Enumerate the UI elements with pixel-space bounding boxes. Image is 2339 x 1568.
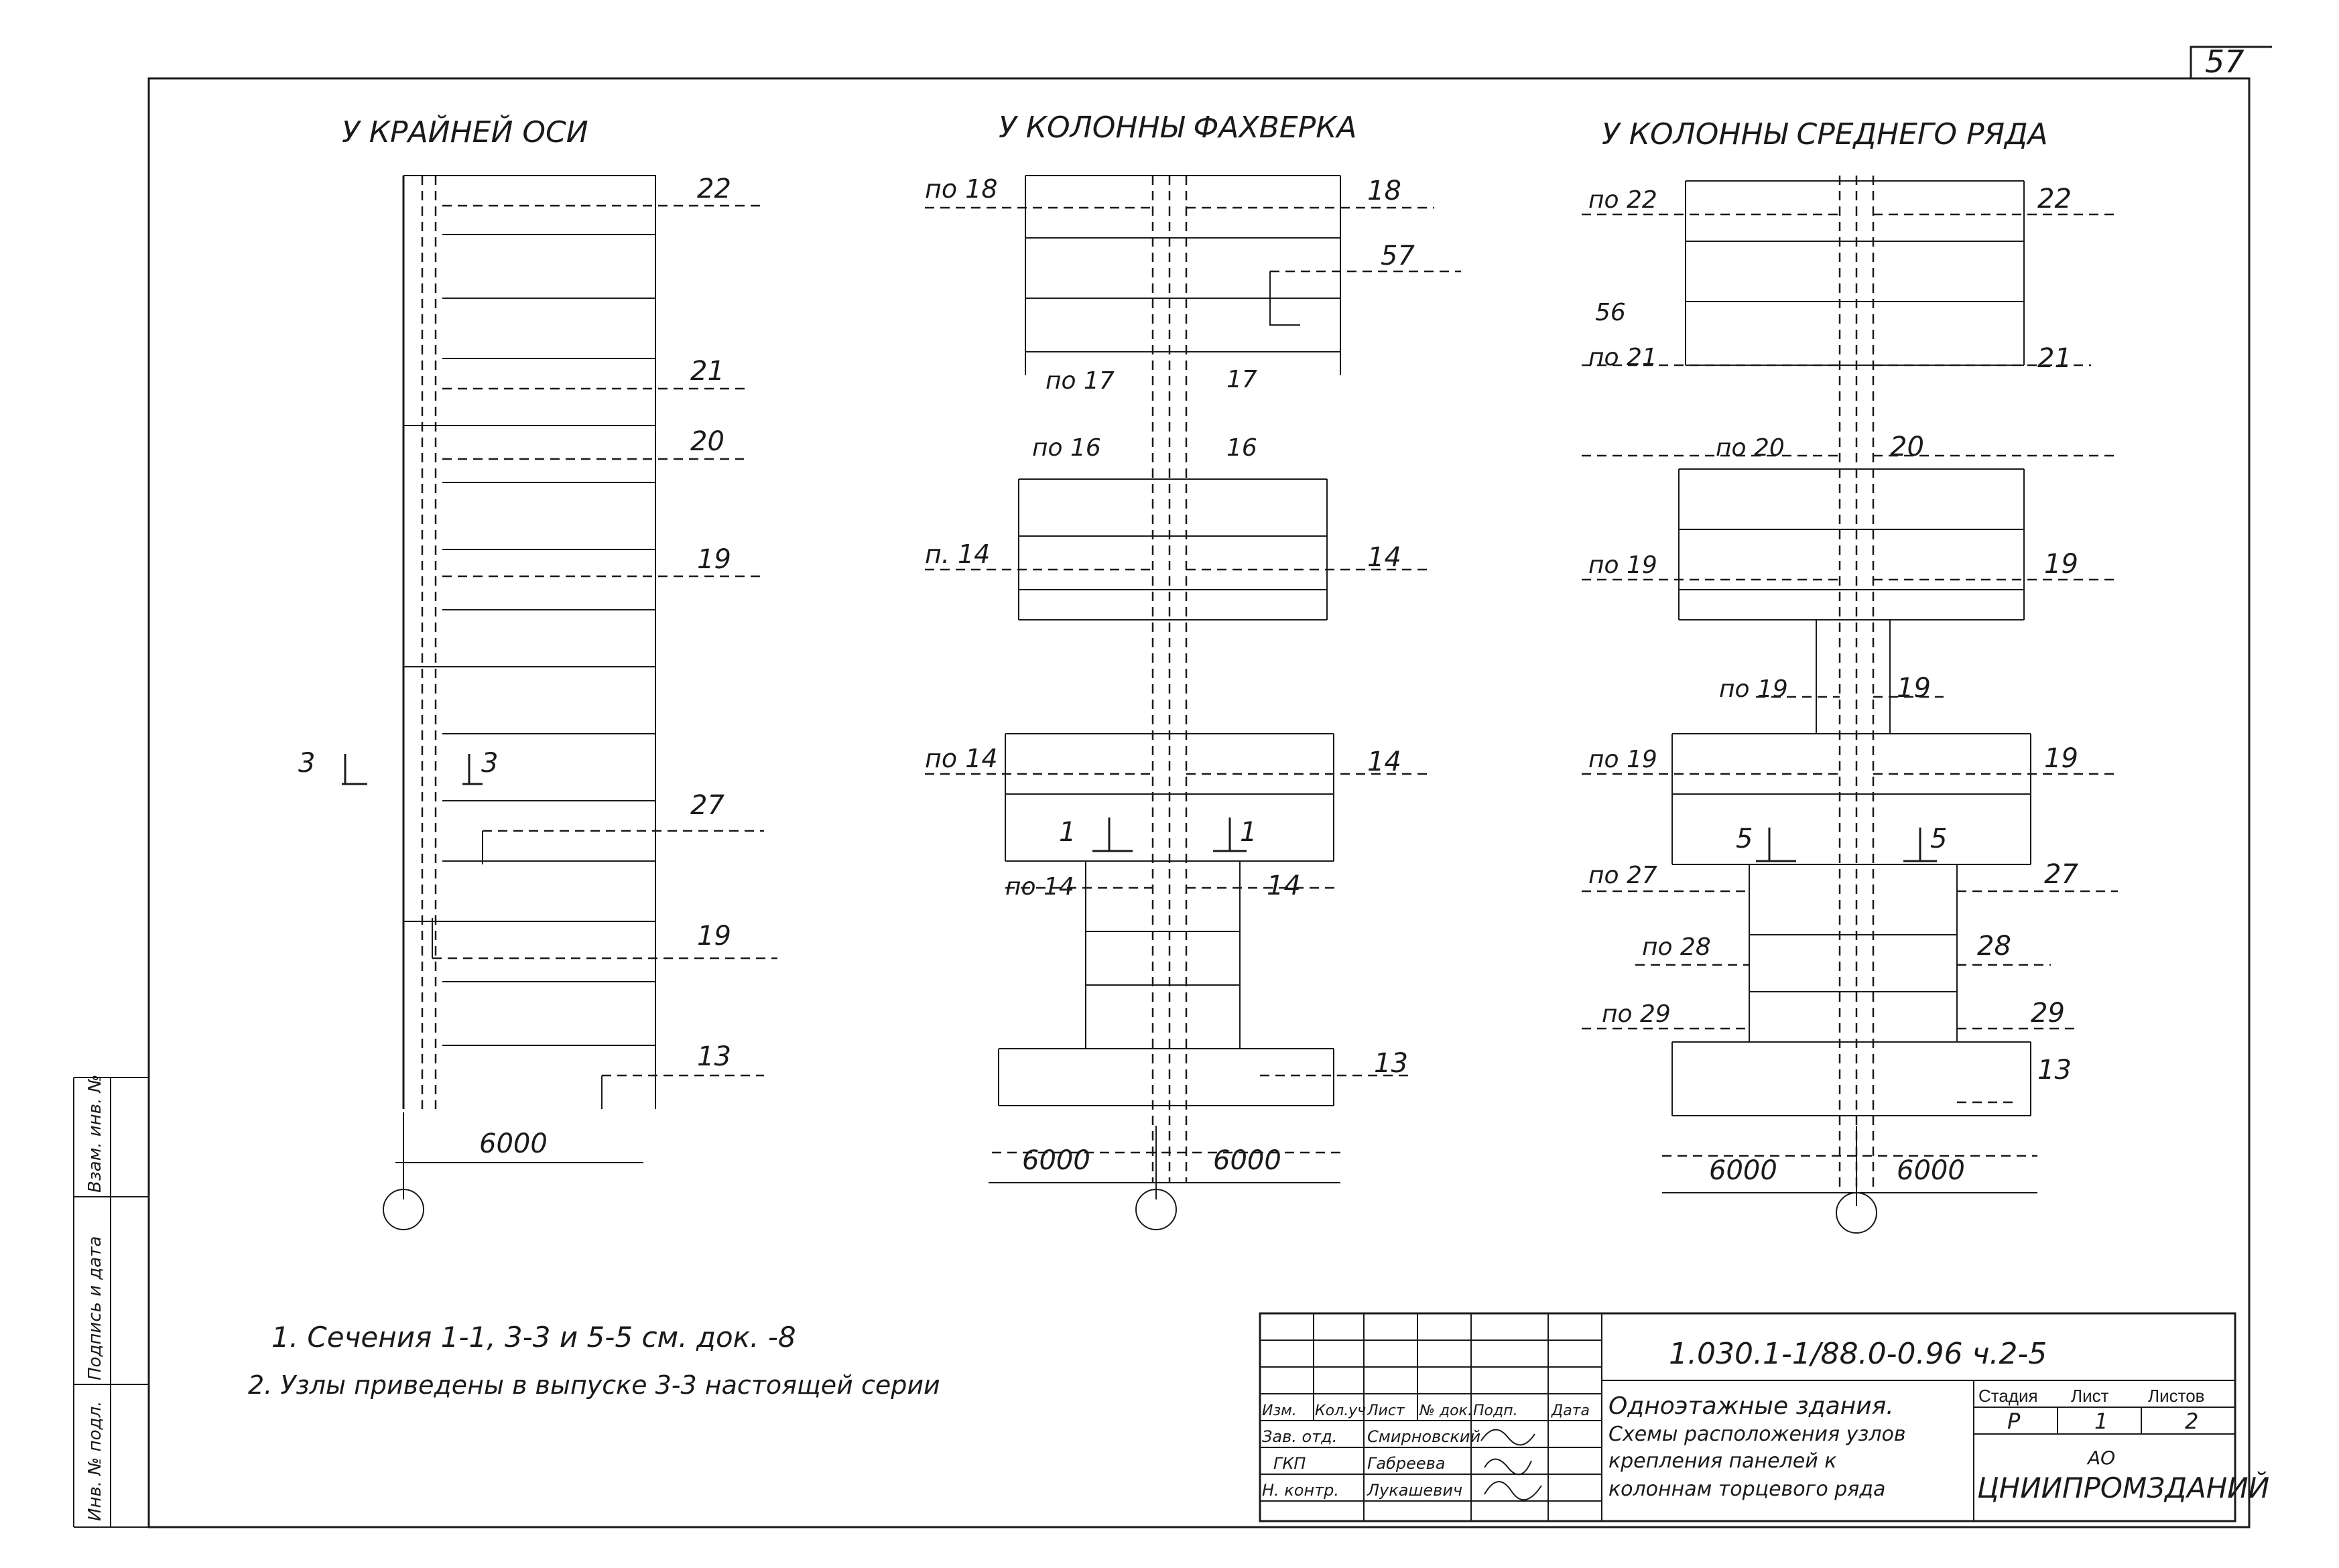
note-1: 1. Сечения 1-1, 3-3 и 5-5 см. док. -8 — [271, 1321, 796, 1354]
view2-right-6: 14 — [1367, 746, 1401, 777]
view-framework-column: У КОЛОННЫ ФАХВЕРКА по 18 по 17 по 16 п. … — [925, 111, 1461, 1230]
notes: 1. Сечения 1-1, 3-3 и 5-5 см. док. -8 2.… — [248, 1321, 940, 1400]
view3-left-10: по 29 — [1602, 1000, 1671, 1028]
view3-right-4: 19 — [2044, 549, 2078, 580]
view3-section-left: 5 — [1736, 824, 1753, 854]
view3-axis-bubble — [1836, 1192, 1877, 1234]
view1-mark-1: 22 — [697, 174, 731, 204]
tb-role-1: Зав. отд. — [1262, 1427, 1337, 1446]
view2-dim-left: 6000 — [1022, 1145, 1090, 1176]
view2-section-right: 1 — [1240, 817, 1257, 848]
view2-left-6: по 14 — [1005, 873, 1074, 901]
view1-mark-4: 19 — [697, 544, 731, 575]
view3-left-9: по 28 — [1642, 933, 1711, 961]
view2-left-1: по 18 — [925, 174, 998, 204]
view3-right-2: 21 — [2037, 343, 2072, 374]
tb-h-sign: Подп. — [1473, 1402, 1518, 1419]
view3-section-right: 5 — [1930, 824, 1947, 854]
tb-stage: Р — [2007, 1409, 2021, 1434]
stamp-replace-label: Взам. инв. № — [85, 1074, 105, 1193]
tb-sheet: 1 — [2094, 1409, 2108, 1434]
view2-axis-bubble — [1135, 1189, 1177, 1230]
view3-left-5: по 19 — [1588, 551, 1657, 579]
tb-name-3: Лукашевич — [1367, 1481, 1462, 1500]
view1-mark-3: 20 — [690, 426, 724, 457]
tb-h-kol: Кол.уч — [1315, 1402, 1366, 1419]
view2-left-2: по 17 — [1046, 367, 1115, 395]
view2-right-8: 13 — [1374, 1048, 1408, 1079]
tb-stage-label: Стадия — [1978, 1386, 2038, 1406]
view1-title: У КРАЙНЕЙ ОСИ — [342, 114, 588, 149]
view1-axis-bubble — [383, 1189, 424, 1230]
view-middle-row-column: У КОЛОННЫ СРЕДНЕГО РЯДА по 22 56 по 21 п… — [1582, 117, 2118, 1234]
view3-left-3: по 21 — [1588, 344, 1657, 371]
view2-right-1: 18 — [1367, 176, 1401, 206]
tb-desc-2: Схемы расположения узлов — [1608, 1423, 1906, 1446]
view3-right-8: 28 — [1977, 931, 2011, 962]
tb-name-1: Смирновский — [1367, 1427, 1480, 1446]
view3-left-6: по 19 — [1719, 675, 1788, 703]
view3-dim-right: 6000 — [1897, 1155, 1965, 1186]
view3-left-7: по 19 — [1588, 746, 1657, 773]
signature-marks — [1480, 1429, 1542, 1501]
view2-right-4: 16 — [1226, 434, 1257, 462]
view2-right-5: 14 — [1367, 542, 1401, 573]
view3-right-9: 29 — [2031, 998, 2065, 1029]
tb-desc-1: Одноэтажные здания. — [1608, 1392, 1894, 1420]
view3-right-1: 22 — [2037, 184, 2072, 214]
tb-h-list: Лист — [1367, 1402, 1405, 1419]
view2-dim-right: 6000 — [1213, 1145, 1281, 1176]
view2-left-4: п. 14 — [925, 539, 990, 569]
stamp-sign-label: Подпись и дата — [85, 1236, 105, 1380]
sheet-frame: 57 Инв. № подл. Подпись и дата Взам. инв… — [73, 44, 2272, 1528]
view1-mark-5: 27 — [690, 790, 724, 821]
view2-left-5: по 14 — [925, 744, 998, 773]
tb-desc-3: крепления панелей к — [1608, 1449, 1836, 1473]
view1-mark-6: 19 — [697, 921, 731, 952]
view1-mark-7: 13 — [697, 1041, 731, 1072]
tb-org-prefix: АО — [2086, 1447, 2115, 1469]
view3-right-5: 19 — [1897, 673, 1931, 704]
view3-title: У КОЛОННЫ СРЕДНЕГО РЯДА — [1602, 117, 2048, 151]
sheet-number: 57 — [2205, 44, 2245, 80]
view-edge-axis: У КРАЙНЕЙ ОСИ 22 21 20 19 27 19 13 3 3 6… — [298, 114, 777, 1230]
tb-doc-code: 1.030.1-1/88.0-0.96 ч.2-5 — [1669, 1337, 2047, 1371]
tb-name-2: Габреева — [1367, 1454, 1446, 1473]
title-block: Изм. Кол.уч Лист № док. Подп. Дата Зав. … — [1259, 1312, 2269, 1522]
view1-panels — [403, 175, 656, 1109]
view2-right-2: 57 — [1381, 241, 1415, 271]
view3-dim-left: 6000 — [1709, 1155, 1777, 1186]
stamp-inv-label: Инв. № подл. — [85, 1401, 105, 1521]
view2-right-3: 17 — [1226, 366, 1257, 393]
view3-right-7: 27 — [2044, 859, 2078, 890]
view1-section-right: 3 — [481, 748, 498, 779]
view3-left-1: по 22 — [1588, 186, 1657, 214]
tb-sheet-label: Лист — [2071, 1386, 2109, 1406]
view3-right-10: 13 — [2037, 1055, 2072, 1086]
tb-role-2: ГКП — [1273, 1454, 1306, 1473]
tb-org: ЦНИИПРОМЗДАНИЙ — [1977, 1471, 2269, 1504]
view3-left-4: по 20 — [1716, 434, 1785, 462]
view2-left-3: по 16 — [1032, 434, 1101, 462]
view3-right-3: 20 — [1890, 432, 1924, 462]
tb-sheets: 2 — [2185, 1409, 2198, 1434]
tb-role-3: Н. контр. — [1262, 1481, 1339, 1500]
view3-left-8: по 27 — [1588, 862, 1657, 889]
view2-section-left: 1 — [1059, 817, 1076, 848]
view3-right-6: 19 — [2044, 743, 2078, 774]
tb-h-date: Дата — [1551, 1402, 1590, 1419]
view1-section-left: 3 — [298, 748, 315, 779]
tb-desc-4: колоннам торцевого ряда — [1608, 1478, 1885, 1501]
note-2: 2. Узлы приведены в выпуске 3-3 настояще… — [248, 1370, 940, 1400]
tb-h-izm: Изм. — [1262, 1402, 1297, 1419]
view1-mark-2: 21 — [690, 356, 724, 387]
view2-right-7: 14 — [1267, 870, 1301, 901]
view1-dim: 6000 — [479, 1128, 548, 1159]
tb-h-doc: № док. — [1419, 1402, 1472, 1419]
tb-sheets-label: Листов — [2148, 1386, 2204, 1406]
view2-title: У КОЛОННЫ ФАХВЕРКА — [999, 111, 1357, 145]
view3-left-2: 56 — [1595, 299, 1626, 326]
